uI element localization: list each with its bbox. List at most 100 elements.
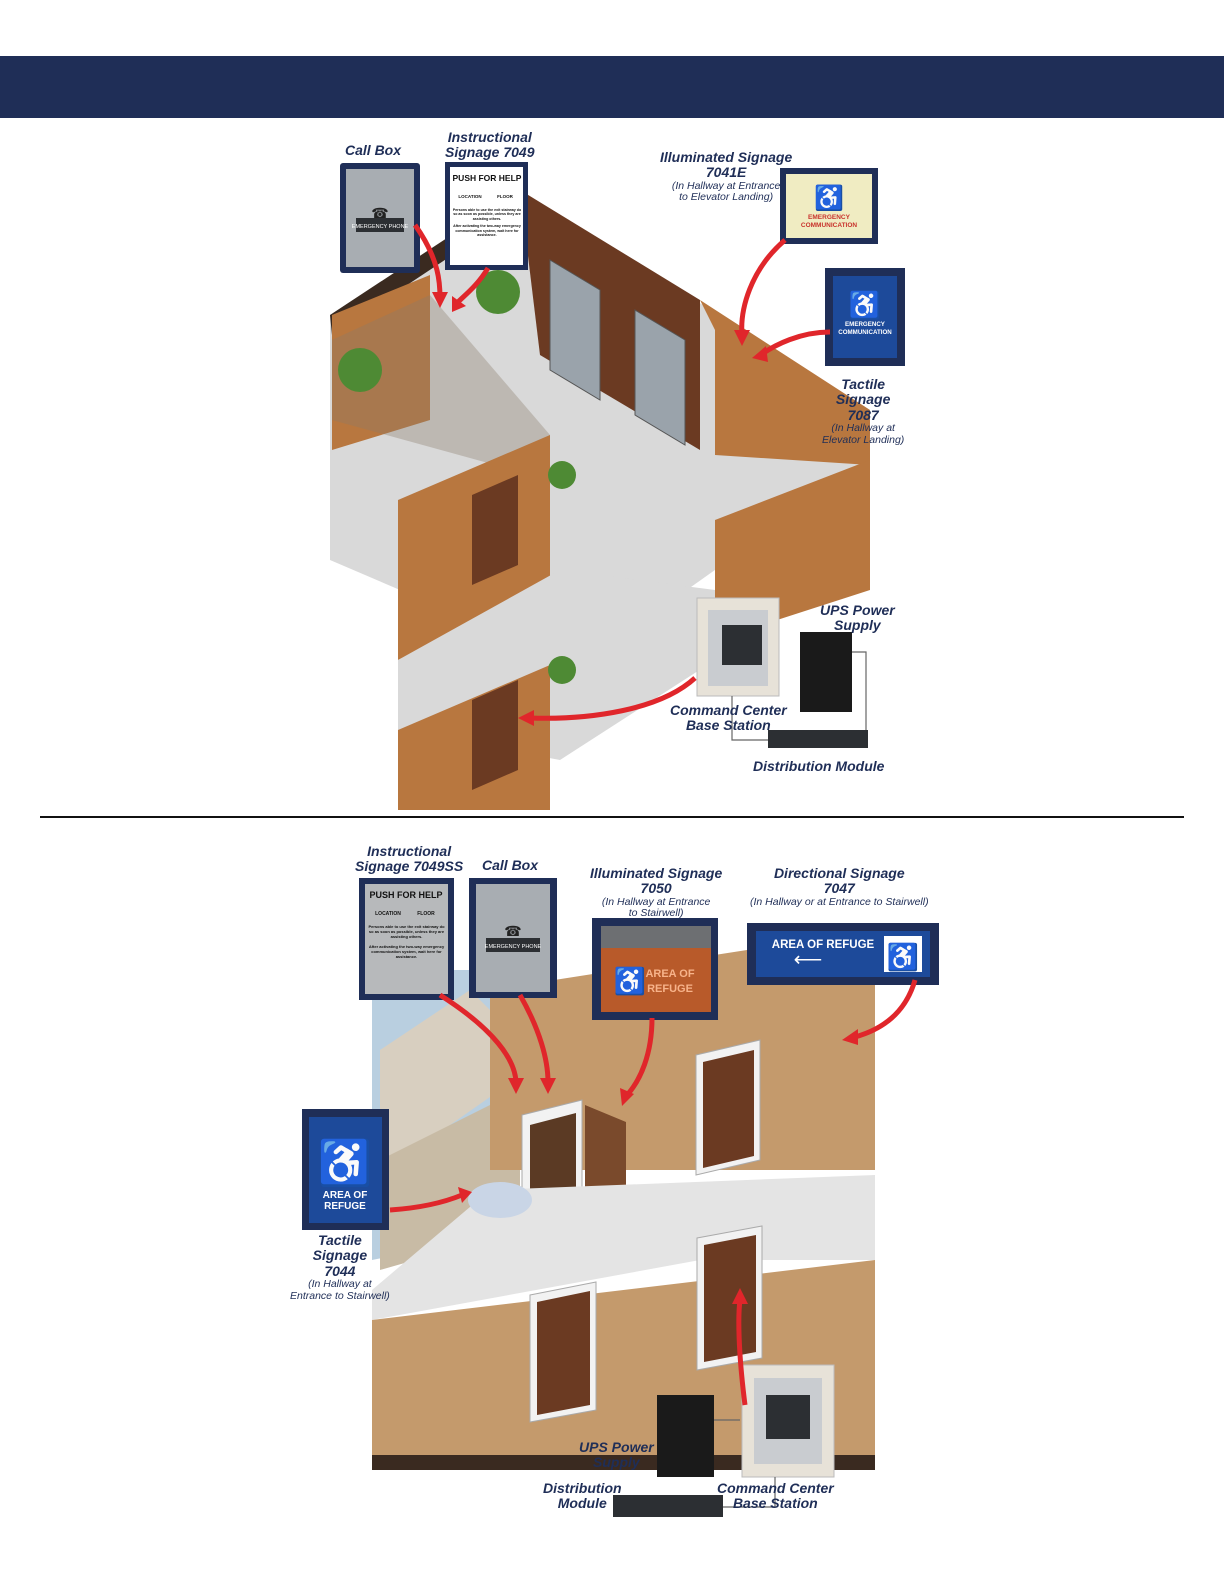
label-distribution-module-2: Distribution Module [543, 1480, 622, 1512]
tactile-refuge-sign [309, 1117, 382, 1223]
arrow-instructional-ss [438, 992, 519, 1083]
instructional-body-1: Persons able to use the exit stairway do… [452, 208, 522, 221]
directional-icon-box [884, 936, 922, 972]
label-tactile-signage: Tactile Signage 7087 (In Hallway at Elev… [822, 376, 905, 446]
arrow-head [458, 1187, 472, 1203]
glass-railing [332, 295, 550, 480]
plant-icon [548, 461, 576, 489]
arrow-head [518, 710, 534, 726]
label-call-box: Call Box [345, 142, 402, 158]
illuminated-sign [786, 174, 872, 238]
distribution-module [768, 730, 868, 748]
middle-right-wall [715, 460, 870, 640]
command-cable [731, 696, 768, 741]
call-box-display [356, 218, 404, 232]
directional-sign-text: AREA OF REFUGE [772, 939, 875, 951]
instructional-sign-head: PUSH FOR HELP [453, 173, 522, 183]
illuminated-refuge-line2: REFUGE [647, 983, 693, 995]
label-command-center: Command Center Base Station [670, 702, 787, 734]
elevator-landing-scene: EMERGENCY PHONE ☎ PUSH FOR HELP LOCATION… [0, 120, 1224, 810]
stairs-upper [380, 990, 500, 1160]
arrow-call-box-2 [517, 993, 551, 1083]
arrow-illuminated [739, 238, 787, 336]
arrow-instructional [456, 266, 491, 304]
arrow-head [734, 330, 750, 346]
label-command-center-2: Command Center Base Station [717, 1480, 834, 1512]
arrow-head [432, 292, 448, 308]
label-distribution-module: Distribution Module [753, 758, 885, 774]
plant-icon [548, 656, 576, 684]
arrow-directional [854, 979, 918, 1040]
plant-icon [476, 270, 520, 314]
ups-cable [852, 651, 867, 730]
lower-door-1 [537, 1291, 590, 1415]
phone-icon: ☎ [371, 205, 388, 221]
label-ups-power-supply-2: UPS Power Supply [579, 1439, 654, 1471]
instructional-col-floor: FLOOR [497, 194, 513, 199]
stairwell-illustration: PUSH FOR HELP LOCATION FLOOR Persons abl… [302, 878, 939, 1517]
wheelchair-icon: ♿ [814, 184, 844, 212]
lower-door [472, 680, 518, 790]
illuminated-refuge-hood [601, 926, 711, 948]
hallway-door [703, 1050, 754, 1168]
call-box-2-panel-text: EMERGENCY PHONE [485, 944, 542, 950]
label-call-box-2: Call Box [482, 857, 539, 873]
instructional-ss-sign [365, 884, 448, 994]
arrow-head [842, 1029, 858, 1045]
plant-icon [338, 348, 382, 392]
label-illuminated-signage: Illuminated Signage 7041E (In Hallway at… [660, 149, 793, 204]
arrow-head [620, 1088, 634, 1106]
instructional-ss-sign-head: PUSH FOR HELP [369, 890, 442, 900]
tactile-sign [833, 276, 897, 358]
distribution-module-2 [613, 1495, 723, 1517]
command-cable-2 [723, 1477, 776, 1508]
arrow-head [732, 1288, 748, 1304]
label-ups-power-supply: UPS Power Supply [820, 602, 895, 634]
instructional-sign [450, 167, 523, 265]
ups-power-supply [800, 632, 852, 712]
arrow-command-center [529, 676, 697, 721]
instructional-ss-col-floor: FLOOR [417, 911, 435, 917]
wheelchair-icon: ♿ [849, 290, 881, 320]
base-station-phone [722, 625, 762, 665]
label-directional-signage: Directional Signage 7047 (In Hallway or … [750, 865, 929, 908]
elevator-landing-illustration: EMERGENCY PHONE ☎ PUSH FOR HELP LOCATION… [330, 162, 905, 810]
instructional-ss-body-1: Persons able to use the exit stairway do… [368, 924, 445, 940]
instructional-ss-col-location: LOCATION [375, 911, 401, 917]
middle-door [472, 475, 518, 585]
label-instructional-signage: Instructional Signage 7049 [445, 129, 535, 161]
illuminated-refuge-line1: AREA OF [645, 968, 694, 980]
illuminated-sign-line2: COMMUNICATION [801, 222, 858, 229]
illuminated-sign-line1: EMERGENCY [808, 214, 851, 221]
ups-power-supply-2 [657, 1395, 714, 1477]
arrow-head [540, 1078, 556, 1094]
elevator-door-right [634, 309, 686, 446]
instructional-col-location: LOCATION [458, 194, 481, 199]
refuge-floor-marking [468, 1182, 532, 1218]
arrow-illuminated-refuge [626, 1017, 655, 1096]
tactile-refuge-line1: AREA OF [323, 1190, 368, 1201]
base-station-phone-2 [766, 1395, 810, 1439]
instructional-ss-body-2: After activating the two-way emergency c… [368, 943, 445, 959]
label-tactile-refuge: Tactile Signage 7044 (In Hallway at Entr… [290, 1232, 390, 1302]
arrow-tactile-refuge [389, 1192, 463, 1213]
tactile-refuge-line2: REFUGE [324, 1201, 366, 1212]
tactile-sign-line1: EMERGENCY [845, 321, 886, 328]
arrow-head [508, 1078, 524, 1094]
instructional-body-2: After activating the two-way emergency c… [453, 224, 521, 238]
section-divider [40, 816, 1184, 818]
call-box-2-display [486, 938, 540, 952]
arrow-left-icon: ⟵ [794, 949, 823, 971]
wheelchair-icon: ♿ [887, 942, 919, 972]
lower-door-2 [704, 1235, 756, 1362]
call-box-panel-text: EMERGENCY PHONE [352, 224, 409, 230]
label-instructional-ss: Instructional Signage 7049SS [355, 843, 464, 875]
wheelchair-icon: ♿ [614, 966, 646, 996]
wheelchair-icon: ♿ [318, 1138, 373, 1188]
elevator-door-left [549, 259, 601, 401]
stairwell-scene: PUSH FOR HELP LOCATION FLOOR Persons abl… [0, 830, 1224, 1570]
arrow-head [752, 346, 768, 362]
phone-icon: ☎ [504, 923, 521, 939]
arrow-command-center-2 [736, 1299, 748, 1406]
header-banner [0, 56, 1224, 118]
